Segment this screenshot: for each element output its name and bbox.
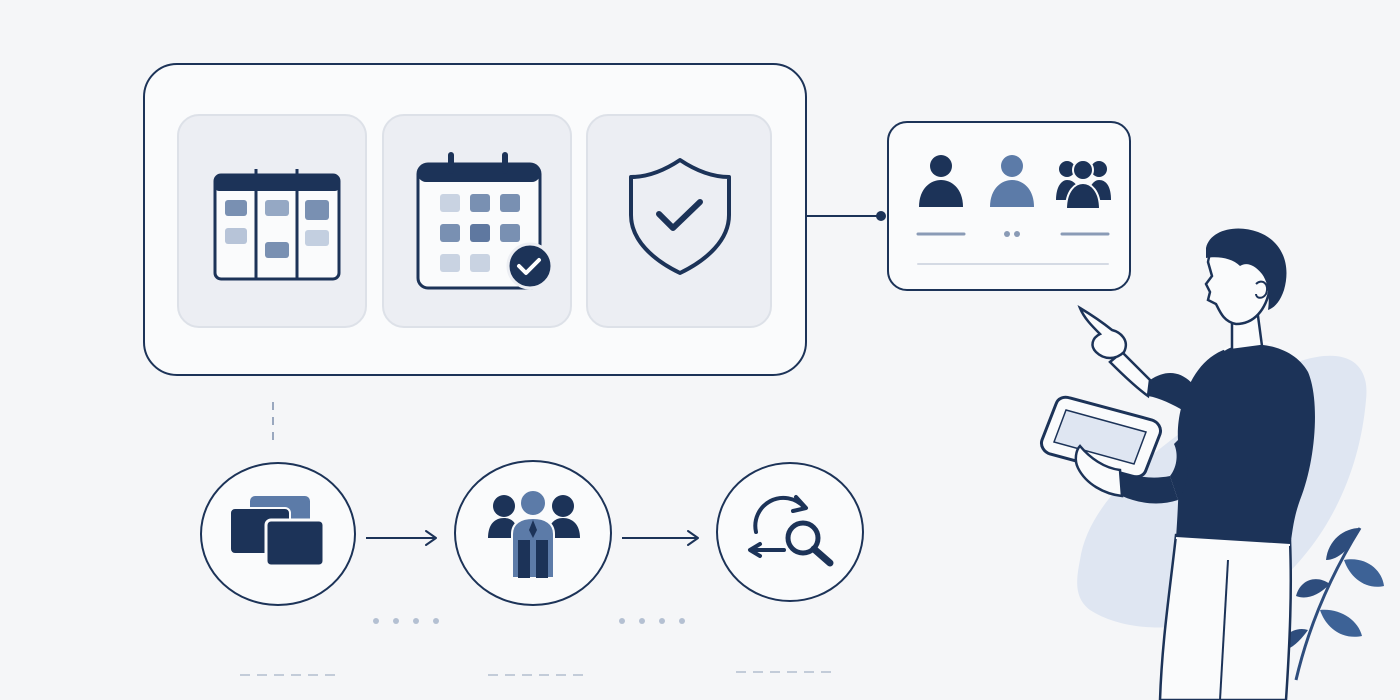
connector-line [807, 211, 886, 221]
people-card[interactable] [887, 121, 1131, 291]
plant-icon [1278, 527, 1384, 681]
dash-decoration [240, 671, 834, 676]
flow-arrow [366, 530, 437, 546]
background-blob [1077, 355, 1367, 628]
person-illustration [1040, 228, 1315, 700]
flow-arrow [622, 530, 699, 546]
flow-step-review[interactable] [716, 462, 864, 602]
dot-decoration [373, 618, 685, 624]
tile-security[interactable] [586, 114, 772, 328]
tile-calendar[interactable] [382, 114, 572, 328]
flow-step-windows[interactable] [200, 462, 356, 606]
tablet-icon [1040, 395, 1162, 479]
flow-step-team[interactable] [454, 460, 612, 606]
tile-board[interactable] [177, 114, 367, 328]
